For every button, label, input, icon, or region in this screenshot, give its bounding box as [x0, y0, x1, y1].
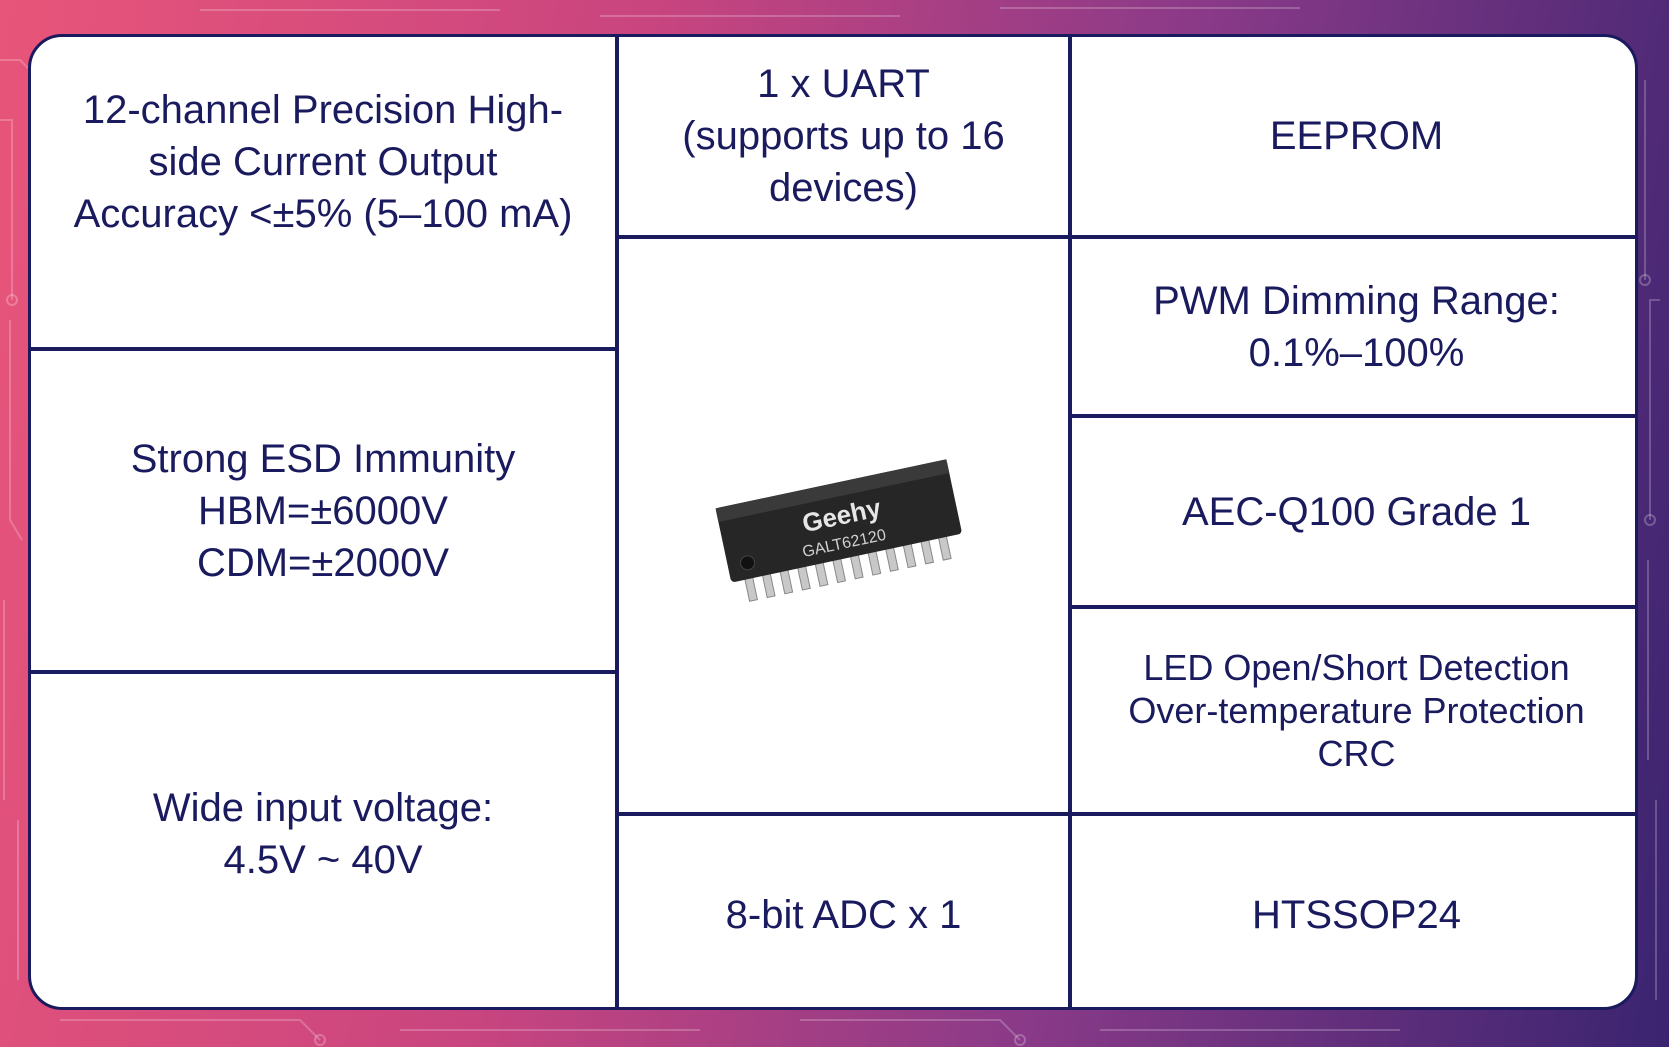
divider: [617, 812, 1070, 816]
feature-text: EEPROM: [1269, 114, 1444, 158]
divider: [31, 670, 617, 674]
divider: [1070, 235, 1635, 239]
feature-text: HTSSOP24: [1252, 892, 1461, 937]
feature-text: devices): [769, 166, 918, 210]
feature-text: Strong ESD Immunity: [130, 436, 516, 481]
divider: [1070, 414, 1635, 418]
esd-cell: Strong ESD Immunity HBM=±6000V CDM=±2000…: [31, 351, 615, 670]
pwm-cell: PWM Dimming Range: 0.1%–100%: [1072, 239, 1635, 414]
chip-image: Geehy GALT62120: [619, 239, 1068, 812]
divider: [617, 235, 1070, 239]
aec-cell: AEC-Q100 Grade 1: [1072, 418, 1635, 605]
protection-cell: LED Open/Short Detection Over-temperatur…: [1072, 609, 1635, 812]
divider: [1068, 37, 1072, 1007]
divider: [1070, 812, 1635, 816]
ic-chip-icon: Geehy GALT62120: [715, 458, 961, 602]
eeprom-cell: EEPROM: [1072, 37, 1635, 235]
feature-text: (supports up to 16: [682, 114, 1005, 158]
features-card: 12-channel Precision High- side Current …: [28, 34, 1638, 1010]
package-cell: HTSSOP24: [1072, 816, 1635, 1007]
feature-text: CDM=±2000V: [196, 540, 450, 585]
divider: [31, 347, 617, 351]
feature-text: CRC: [1317, 733, 1396, 775]
feature-text: 1 x UART: [757, 62, 930, 106]
divider: [615, 37, 619, 1007]
feature-text: 4.5V ~ 40V: [223, 837, 423, 882]
feature-text: 0.1%–100%: [1248, 330, 1465, 375]
divider: [1070, 605, 1635, 609]
feature-text: 8-bit ADC x 1: [725, 892, 962, 937]
uart-cell: 1 x UART (supports up to 16 devices): [619, 37, 1068, 235]
feature-text: HBM=±6000V: [198, 488, 448, 533]
feature-text: 12-channel Precision High-: [82, 88, 564, 132]
feature-text: AEC-Q100 Grade 1: [1181, 489, 1532, 534]
feature-text: side Current Output: [148, 140, 498, 184]
current-output-cell: 12-channel Precision High- side Current …: [31, 37, 615, 347]
voltage-cell: Wide input voltage: 4.5V ~ 40V: [31, 674, 615, 1007]
adc-cell: 8-bit ADC x 1: [619, 816, 1068, 1007]
feature-text: Wide input voltage:: [152, 785, 494, 830]
feature-text: Over-temperature Protection: [1128, 689, 1585, 731]
feature-text: LED Open/Short Detection: [1143, 646, 1570, 688]
feature-text: PWM Dimming Range:: [1153, 278, 1560, 323]
feature-text: Accuracy <±5% (5–100 mA): [73, 192, 573, 236]
